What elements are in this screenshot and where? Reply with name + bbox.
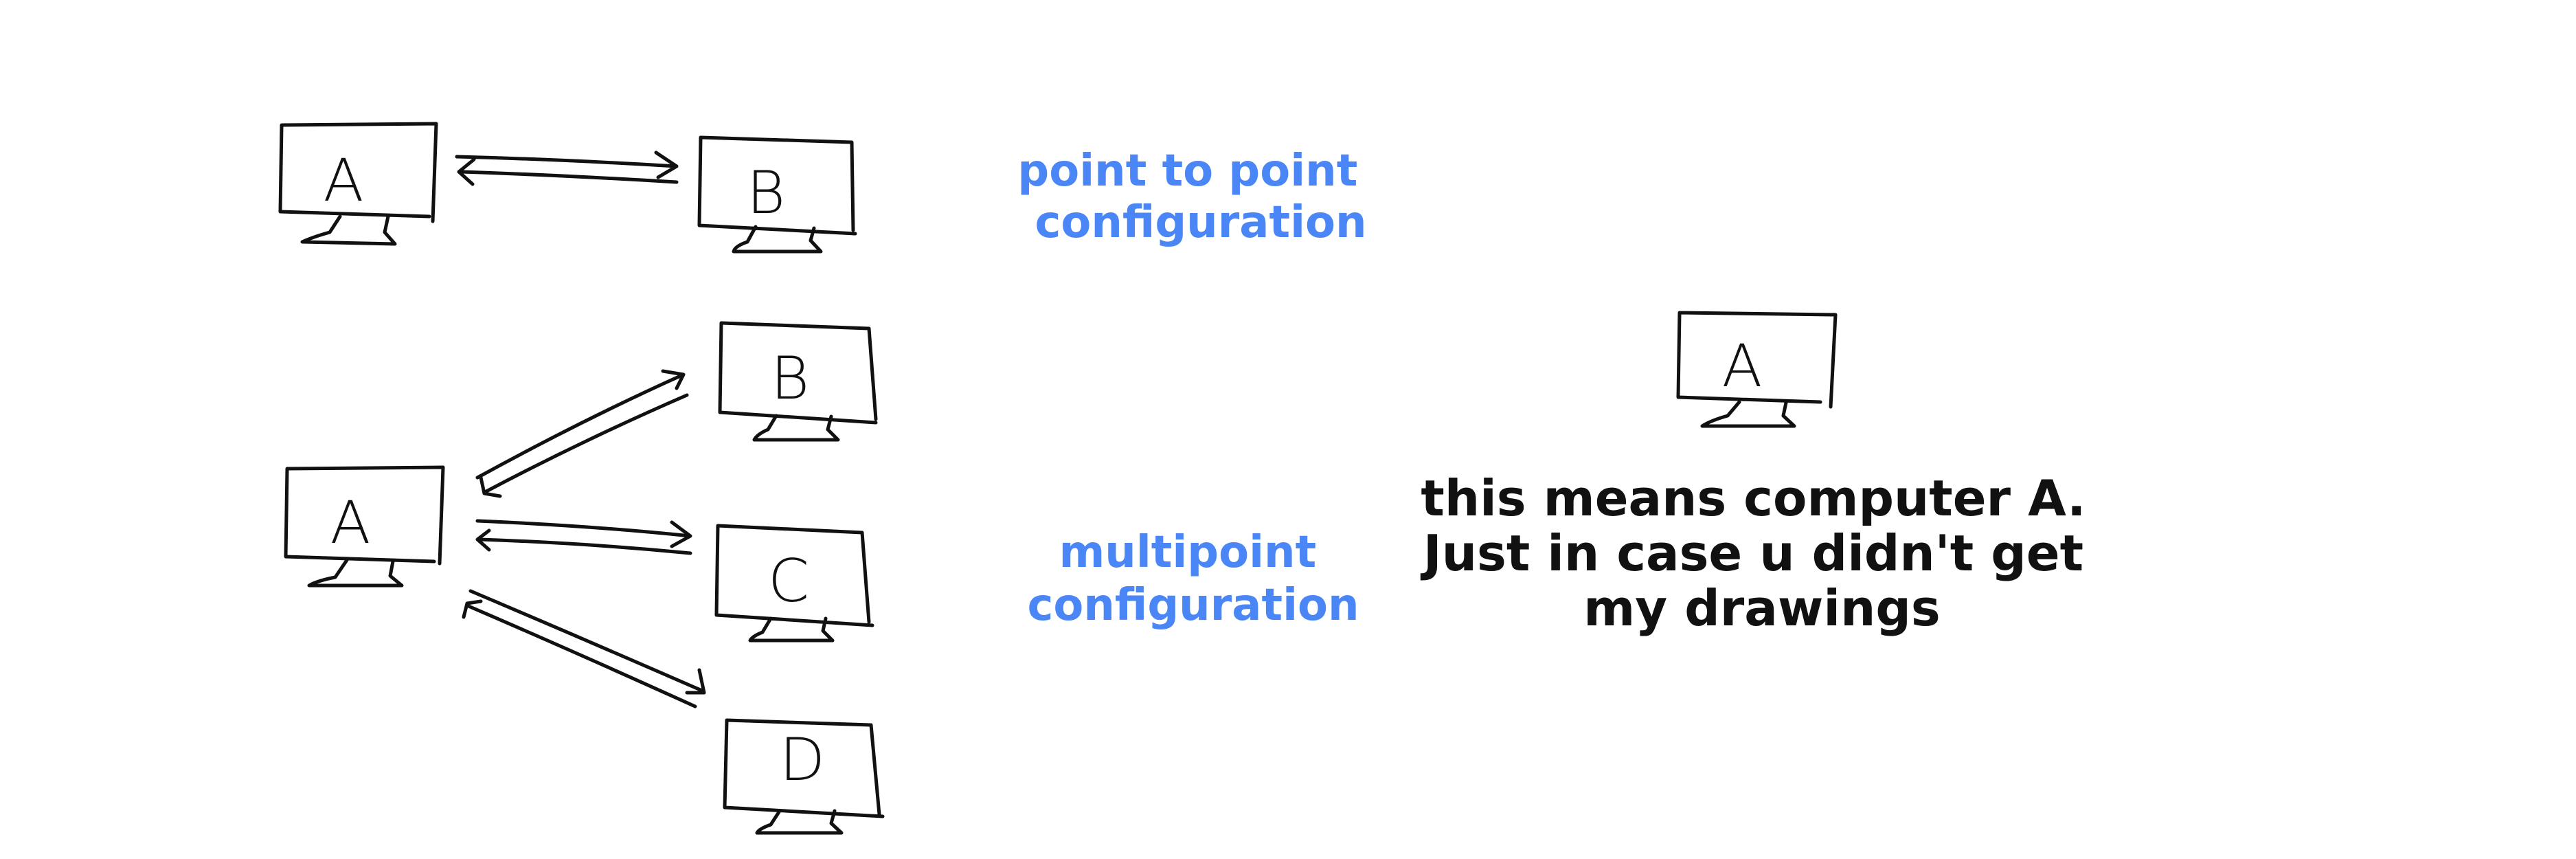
multi-caption-line-2: configuration (1027, 580, 1359, 631)
monitor-screen (697, 135, 857, 236)
multi-computer-c: C (714, 524, 874, 643)
monitor-stand (307, 558, 404, 588)
p2p-caption-line-2: configuration (1035, 197, 1366, 248)
monitor-label: B (747, 159, 785, 227)
p2p-computer-b: B (697, 135, 857, 254)
multi-computer-d: D (723, 718, 885, 835)
monitor-screen (1676, 311, 1838, 409)
arrow-a-to-d (468, 589, 706, 695)
multi-link-arrows (462, 369, 706, 709)
multi-caption-line-1: multipoint (1059, 527, 1317, 578)
monitor-screen (278, 122, 438, 223)
p2p-computer-a: A (278, 122, 438, 246)
monitor-stand (755, 809, 844, 835)
monitor-screen (723, 718, 885, 818)
legend-caption-line-1: this means computer A. (1421, 469, 2086, 527)
p2p-caption-line-1: point to point (1017, 146, 1357, 197)
monitor-screen (714, 524, 874, 627)
monitor-label: D (780, 726, 825, 794)
p2p-link-arrows (455, 150, 679, 186)
monitor-stand (1700, 400, 1796, 428)
multi-computer-b: B (718, 321, 878, 442)
monitor-label: A (324, 146, 364, 215)
multi-computer-a: A (284, 465, 445, 588)
p2p-caption: point to point configuration (1017, 146, 1372, 248)
arrow-d-to-a (462, 599, 697, 709)
monitor-screen (284, 465, 445, 566)
arrow-c-to-a (475, 528, 692, 555)
monitor-label: C (768, 547, 809, 616)
arrow-a-to-b (455, 150, 679, 179)
monitor-screen (718, 321, 878, 425)
monitor-label: A (1722, 332, 1763, 401)
multi-caption: multipoint configuration (1027, 527, 1359, 631)
legend-caption: this means computer A. Just in case u di… (1420, 469, 2103, 637)
monitor-stand (732, 225, 823, 254)
legend-caption-line-3: my drawings (1583, 579, 1941, 637)
legend-caption-line-2: Just in case u didn't get (1420, 524, 2083, 582)
monitor-stand (748, 616, 835, 643)
monitor-stand (300, 214, 397, 246)
arrow-a-to-b (475, 369, 686, 480)
arrow-a-to-c (475, 519, 692, 548)
legend-computer-a: A (1676, 311, 1838, 428)
arrow-b-to-a (457, 157, 679, 186)
monitor-label: A (330, 489, 371, 557)
monitor-label: B (771, 344, 809, 413)
monitor-stand (752, 414, 840, 442)
arrow-b-to-a (479, 393, 689, 498)
